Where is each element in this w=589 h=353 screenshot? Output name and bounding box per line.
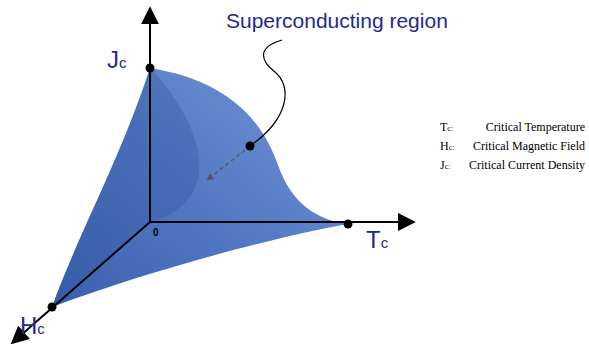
j-axis [149, 8, 151, 222]
axis-label: Hc [20, 314, 45, 338]
key-symbol: Tc: [440, 121, 453, 133]
region-title: Superconducting region [226, 10, 448, 31]
h-axis [12, 222, 150, 343]
tc-point [344, 220, 353, 229]
key-text: Critical Current Density [469, 159, 585, 171]
key-symbol: Jc: [440, 159, 450, 171]
key-text: Critical Magnetic Field [473, 140, 585, 152]
t-axis [150, 221, 414, 223]
callout-dot [246, 142, 255, 151]
axis-label: Tc [366, 228, 388, 252]
axis-label: Jc [107, 48, 127, 72]
key-text: Critical Temperature [486, 121, 585, 133]
surface-shading [52, 68, 199, 307]
callout-arrow [207, 150, 245, 180]
superconducting-surface [52, 68, 348, 307]
callout-leader [250, 40, 285, 146]
hc-point [48, 303, 57, 312]
origin-label: 0 [153, 228, 159, 238]
key-symbol: Hc: [440, 140, 454, 152]
jc-point [146, 64, 155, 73]
